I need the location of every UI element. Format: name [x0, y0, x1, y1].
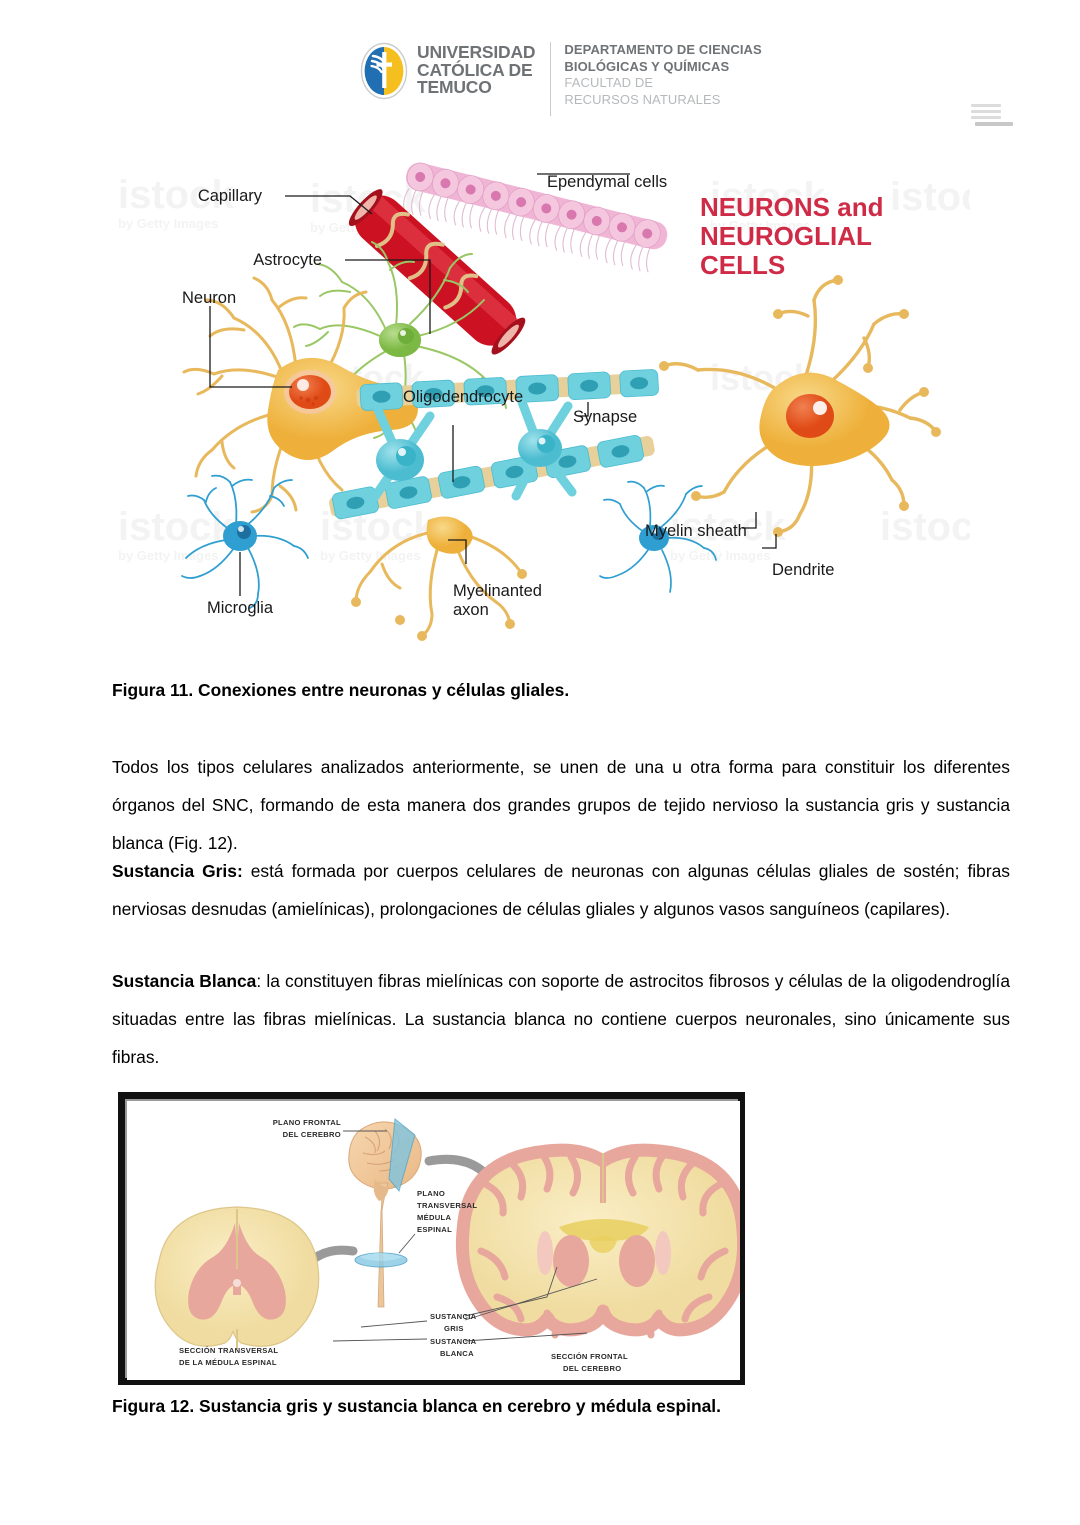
neuron-right-illustration: [659, 275, 941, 537]
label-synapse: Synapse: [573, 408, 637, 426]
svg-text:istock: istock: [880, 505, 970, 549]
label-sustancia-blanca-line2: BLANCA: [440, 1349, 474, 1358]
figure-11-caption: Figura 11. Conexiones entre neuronas y c…: [112, 680, 570, 700]
svg-text:istock: istock: [710, 175, 826, 219]
sustancia-blanca-text: : la constituyen fibras mielínicas con s…: [112, 971, 1010, 1067]
label-plano-transversal-line4: ESPINAL: [417, 1225, 452, 1234]
label-myelinated-axon-line2: axon: [453, 601, 489, 619]
paragraph-intro: Todos los tipos celulares analizados ant…: [112, 757, 1010, 853]
figure11-title-line3: CELLS: [700, 250, 785, 280]
department-line-2: BIOLÓGICAS Y QUÍMICAS: [564, 58, 730, 74]
paragraph-sustancia-blanca: Sustancia Blanca: la constituyen fibras …: [112, 962, 1010, 1076]
figure11-title-line2: NEUROGLIAL: [700, 221, 872, 251]
label-seccion-medula-line2: DE LA MÉDULA ESPINAL: [179, 1358, 277, 1367]
oligodendrocyte-illustration: [365, 397, 577, 509]
label-seccion-cerebro-line1: SECCIÓN FRONTAL: [551, 1352, 628, 1361]
department-line-4: RECURSOS NATURALES: [564, 91, 721, 107]
label-sustancia-gris-line1: SUSTANCIA: [430, 1312, 477, 1321]
label-plano-transversal-line3: MÉDULA: [417, 1213, 451, 1222]
svg-text:istock: istock: [118, 173, 234, 217]
sustancia-gris-label: Sustancia Gris:: [112, 861, 243, 881]
svg-text:by Getty Images: by Getty Images: [710, 218, 810, 233]
label-sustancia-gris-line2: GRIS: [444, 1324, 464, 1333]
microglia-left-illustration: [181, 474, 309, 609]
label-sustancia-blanca-line1: SUSTANCIA: [430, 1337, 477, 1346]
svg-text:by Getty Images: by Getty Images: [670, 548, 770, 563]
svg-text:by Getty Images: by Getty Images: [118, 216, 218, 231]
university-line-1: UNIVERSIDAD: [417, 42, 536, 62]
microglia-right-illustration: [599, 480, 717, 593]
svg-text:by Getty Images: by Getty Images: [320, 548, 420, 563]
sustancia-gris-text: está formada por cuerpos celulares de ne…: [112, 861, 1010, 919]
brain-frontal-section-illustration: [455, 1143, 740, 1339]
label-myelinated-axon-line1: Myelinanted: [453, 582, 542, 600]
label-plano-frontal-line2: DEL CEREBRO: [283, 1130, 341, 1139]
sustancia-blanca-label: Sustancia Blanca: [112, 971, 257, 991]
label-capillary: Capillary: [198, 187, 263, 205]
label-plano-transversal-line1: PLANO: [417, 1189, 445, 1198]
figure-11-image: istock by Getty Images istock by Getty I…: [110, 140, 970, 650]
label-astrocyte: Astrocyte: [253, 251, 322, 269]
label-seccion-medula-line1: SECCIÓN TRANSVERSAL: [179, 1346, 278, 1355]
label-ependymal-cells: Ependymal cells: [547, 173, 667, 191]
label-oligodendrocyte: Oligodendrocyte: [403, 388, 523, 406]
spinal-cord-section-illustration: [154, 1206, 320, 1349]
figure11-title-line1: NEURONS and: [700, 192, 883, 222]
figure-12-image: PLANO FRONTAL DEL CEREBRO PLANO TRANSVER…: [118, 1092, 745, 1385]
svg-text:by Getty Images: by Getty Images: [118, 548, 218, 563]
department-line-1: DEPARTAMENTO DE CIENCIAS: [564, 42, 762, 57]
department-name: DEPARTAMENTO DE CIENCIAS BIOLÓGICAS Y QU…: [564, 42, 761, 108]
label-myelin-sheath: Myelin sheath: [645, 522, 747, 540]
label-seccion-cerebro-line2: DEL CEREBRO: [563, 1364, 621, 1373]
university-line-2: CATÓLICA DE: [417, 59, 533, 80]
label-dendrite: Dendrite: [772, 561, 834, 579]
label-neuron: Neuron: [182, 289, 236, 307]
page-header: UNIVERSIDAD CATÓLICA DE TEMUCO DEPARTAME…: [0, 38, 1080, 126]
text-lines-icon: [971, 104, 1013, 132]
frontal-plane-illustration: [388, 1118, 416, 1193]
ependymal-cells-illustration: [403, 162, 668, 273]
university-name: UNIVERSIDAD CATÓLICA DE TEMUCO: [417, 42, 536, 97]
header-divider: [550, 42, 552, 116]
neuron-left-illustration: [182, 276, 418, 514]
paragraph-sustancia-gris: Sustancia Gris: está formada por cuerpos…: [112, 852, 1010, 928]
label-plano-frontal-line1: PLANO FRONTAL: [273, 1118, 341, 1127]
department-line-3: FACULTAD DE: [564, 75, 654, 90]
university-line-3: TEMUCO: [417, 77, 492, 97]
label-plano-transversal-line2: TRANSVERSAL: [417, 1201, 477, 1210]
transversal-plane-illustration: [354, 1252, 408, 1268]
svg-text:istock: istock: [890, 175, 970, 219]
label-microglia: Microglia: [207, 599, 274, 617]
svg-text:istock: istock: [670, 505, 786, 549]
figure-12-caption: Figura 12. Sustancia gris y sustancia bl…: [112, 1396, 721, 1416]
neuron-middle-illustration: [351, 516, 527, 641]
university-logo-icon: [360, 42, 408, 100]
